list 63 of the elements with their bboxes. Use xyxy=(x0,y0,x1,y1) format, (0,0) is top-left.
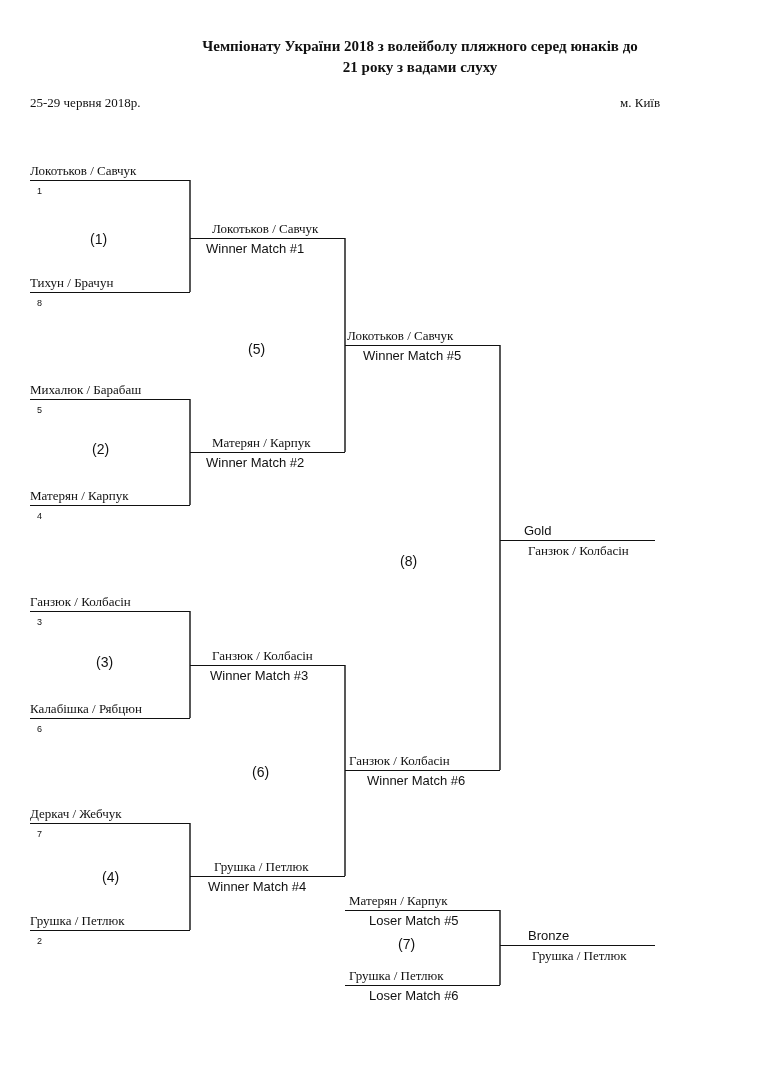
match-number: (1) xyxy=(90,231,108,247)
bracket-line xyxy=(344,237,346,346)
bracket-line xyxy=(499,344,501,541)
bracket-line xyxy=(189,451,191,506)
header-note: м. Київ xyxy=(620,95,661,111)
team-name: Михалюк / Барабаш xyxy=(30,382,142,398)
bracket-line xyxy=(189,179,191,239)
team-name: Локотьков / Савчук xyxy=(212,221,319,237)
bracket-line xyxy=(499,909,501,946)
seed-number: 6 xyxy=(37,723,42,736)
bracket-line xyxy=(189,237,191,293)
match-label: Loser Match #5 xyxy=(369,913,459,929)
team-name: Калабішка / Рябцюн xyxy=(30,701,142,717)
seed-number: 3 xyxy=(37,616,42,629)
team-name: Ганзюк / Колбасін xyxy=(30,594,131,610)
team-name: Ганзюк / Колбасін xyxy=(212,648,313,664)
team-name: Матерян / Карпук xyxy=(30,488,129,504)
team-name: Деркач / Жебчук xyxy=(30,806,122,822)
team-name: Ганзюк / Колбасін xyxy=(528,543,629,559)
bracket-line xyxy=(189,664,191,719)
match-label: Winner Match #6 xyxy=(367,773,466,789)
bracket-line xyxy=(189,398,191,453)
seed-number: 4 xyxy=(37,510,42,523)
seed-number: 8 xyxy=(37,297,42,310)
match-number: (2) xyxy=(92,441,110,457)
match-number: (6) xyxy=(252,764,270,780)
team-name: Тихун / Брачун xyxy=(30,275,114,291)
team-name: Матерян / Карпук xyxy=(349,893,448,909)
seed-number: 1 xyxy=(37,185,42,198)
team-name: Грушка / Петлюк xyxy=(532,948,627,964)
bracket-line xyxy=(189,875,191,931)
match-number: (8) xyxy=(400,553,418,569)
team-name: Матерян / Карпук xyxy=(212,435,311,451)
match-label: Winner Match #4 xyxy=(208,879,307,895)
bracket-line xyxy=(499,539,501,771)
team-name: Грушка / Петлюк xyxy=(30,913,125,929)
result-label: Gold xyxy=(524,523,552,539)
bracket-line xyxy=(344,344,346,453)
team-name: Локотьков / Савчук xyxy=(347,328,454,344)
match-label: Loser Match #6 xyxy=(369,988,459,1004)
match-number: (3) xyxy=(96,654,114,670)
seed-number: 5 xyxy=(37,404,42,417)
match-label: Winner Match #3 xyxy=(210,668,309,684)
team-name: Грушка / Петлюк xyxy=(214,859,309,875)
seed-number: 7 xyxy=(37,828,42,841)
match-number: (5) xyxy=(248,341,266,357)
match-number: (7) xyxy=(398,936,416,952)
team-name: Ганзюк / Колбасін xyxy=(349,753,450,769)
bracket-line xyxy=(499,944,501,986)
bracket-line xyxy=(344,664,346,771)
team-name: Локотьков / Савчук xyxy=(30,163,137,179)
match-label: Winner Match #2 xyxy=(206,455,305,471)
match-label: Winner Match #1 xyxy=(206,241,305,257)
match-label: Winner Match #5 xyxy=(363,348,462,364)
header-note: 25-29 червня 2018р. xyxy=(30,95,141,111)
bracket-line xyxy=(189,610,191,666)
result-label: Bronze xyxy=(528,928,570,944)
bracket-line xyxy=(189,822,191,877)
bracket-line xyxy=(344,769,346,877)
match-number: (4) xyxy=(102,869,120,885)
title: Чемпіонату України 2018 з волейболу пляжного серед юнаків до 21 року з вадами слуху xyxy=(201,37,639,77)
team-name: Грушка / Петлюк xyxy=(349,968,444,984)
seed-number: 2 xyxy=(37,935,42,948)
